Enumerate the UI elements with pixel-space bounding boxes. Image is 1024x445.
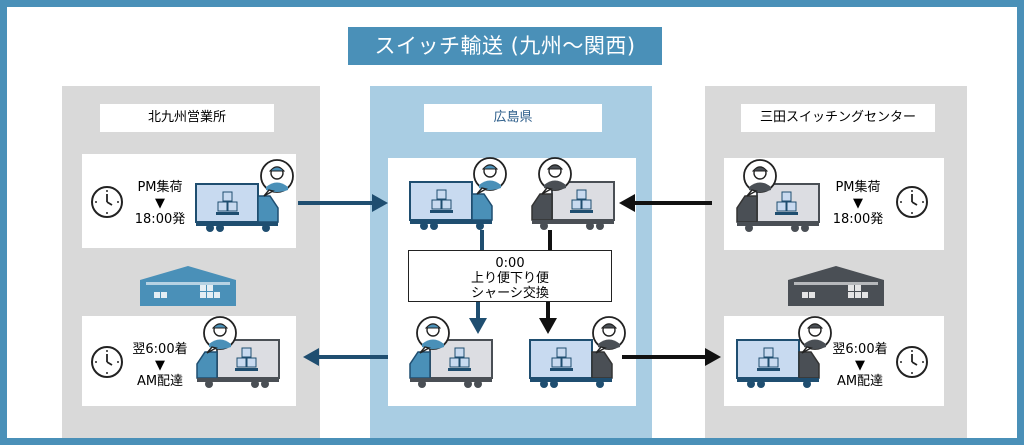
chassis-exchange-box: 0:00 上り便下り便 シャーシ交換 <box>408 250 612 302</box>
kitakyushu-arrive-text: 翌6:00着▼AM配達 <box>132 342 188 389</box>
hiroshima-label: 広島県 <box>424 104 602 132</box>
sanda-arrive-text: 翌6:00着▼AM配達 <box>832 342 888 389</box>
diagram-title: スイッチ輸送 (九州〜関西) <box>348 27 662 65</box>
kitakyushu-label: 北九州営業所 <box>100 104 274 132</box>
sanda-label: 三田スイッチングセンター <box>741 104 935 132</box>
sanda-depart-text: PM集荷▼18:00発 <box>832 180 884 227</box>
kitakyushu-depart-text: PM集荷▼18:00発 <box>134 180 186 227</box>
